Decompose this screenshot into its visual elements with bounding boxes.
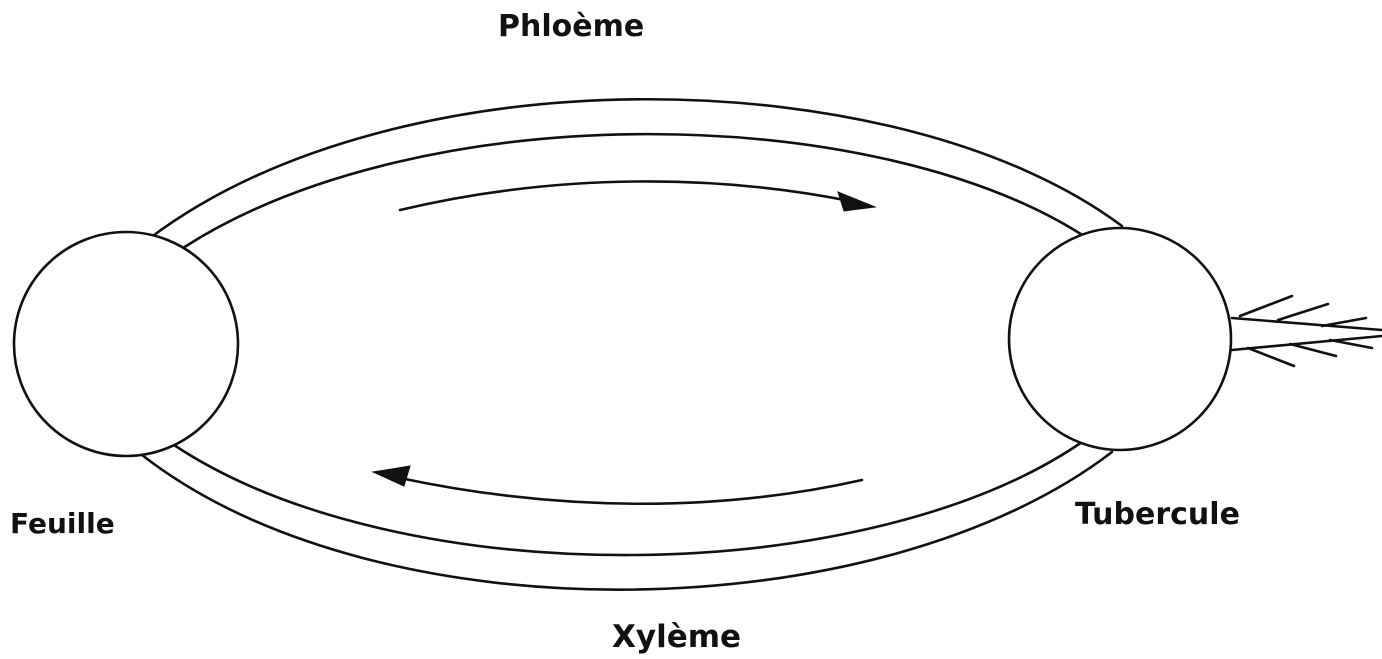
tuber-label: Tubercule: [1075, 500, 1240, 530]
xylem-outer-line: [142, 452, 1112, 590]
xylem-flow-arrow: [373, 466, 862, 504]
phloem-outer-line: [150, 99, 1122, 238]
stolon-hairs-icon: [1232, 296, 1382, 366]
leaf-label: Feuille: [10, 510, 115, 538]
leaf-node-circle: [14, 232, 238, 456]
phloem-label: Phloème: [498, 12, 644, 42]
phloem-flow-arrow: [400, 181, 875, 211]
phloem-arrowhead: [838, 192, 875, 211]
xylem-arrow-shaft: [400, 478, 862, 504]
xylem-vessel: [142, 440, 1112, 590]
xylem-arrowhead: [373, 466, 410, 486]
phloem-vessel: [150, 99, 1122, 248]
phloem-arrow-shaft: [400, 181, 850, 210]
tuber-node-circle: [1009, 228, 1231, 450]
xylem-label: Xylème: [612, 622, 741, 653]
